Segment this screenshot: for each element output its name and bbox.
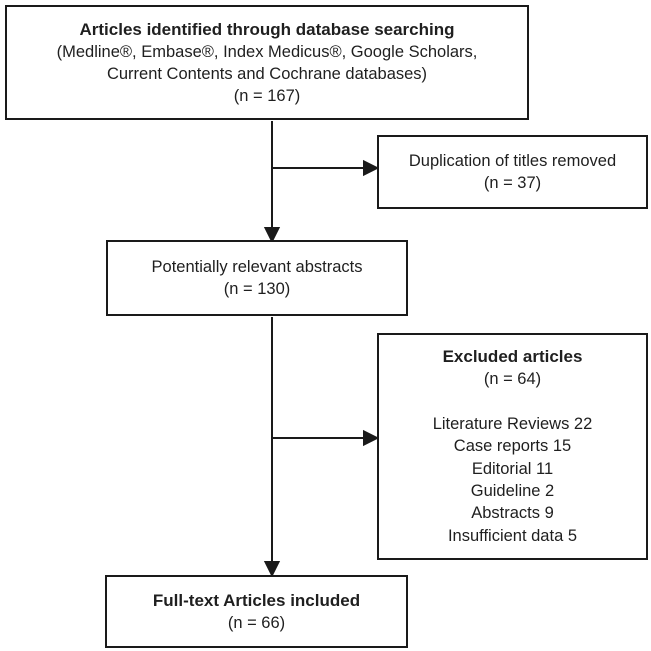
box-fulltext-included: Full-text Articles included (n = 66) — [105, 575, 408, 648]
box-relevant-abstracts: Potentially relevant abstracts (n = 130) — [106, 240, 408, 316]
excluded-reason: Insufficient data 5 — [447, 526, 578, 545]
box-articles-identified: Articles identified through database sea… — [5, 5, 529, 120]
box-duplicates-removed: Duplication of titles removed (n = 37) — [377, 135, 648, 209]
duplicates-label: Duplication of titles removed — [408, 152, 617, 170]
included-count: (n = 66) — [227, 613, 286, 632]
abstracts-count: (n = 130) — [223, 280, 291, 298]
identified-count: (n = 167) — [233, 86, 301, 105]
identified-databases-line1: (Medline®, Embase®, Index Medicus®, Goog… — [56, 42, 478, 61]
identified-databases-line2: Current Contents and Cochrane databases) — [106, 64, 428, 83]
excluded-reason: Editorial 11 — [471, 459, 554, 478]
arrowhead-down-1 — [263, 227, 281, 244]
box-excluded-articles: Excluded articles (n = 64) Literature Re… — [377, 333, 648, 560]
excluded-reason: Guideline 2 — [470, 481, 555, 500]
abstracts-label: Potentially relevant abstracts — [151, 258, 363, 276]
identified-title: Articles identified through database sea… — [79, 19, 455, 39]
duplicates-count: (n = 37) — [483, 174, 542, 192]
excluded-reason: Case reports 15 — [453, 437, 572, 456]
arrowhead-down-2 — [263, 561, 281, 578]
arrowhead-right-2 — [363, 429, 380, 447]
included-title: Full-text Articles included — [152, 590, 361, 610]
excluded-title: Excluded articles — [442, 346, 583, 366]
excluded-count: (n = 64) — [483, 370, 542, 389]
excluded-reason: Literature Reviews 22 — [432, 414, 593, 433]
arrowhead-right-1 — [363, 159, 380, 177]
excluded-reason: Abstracts 9 — [471, 504, 554, 523]
